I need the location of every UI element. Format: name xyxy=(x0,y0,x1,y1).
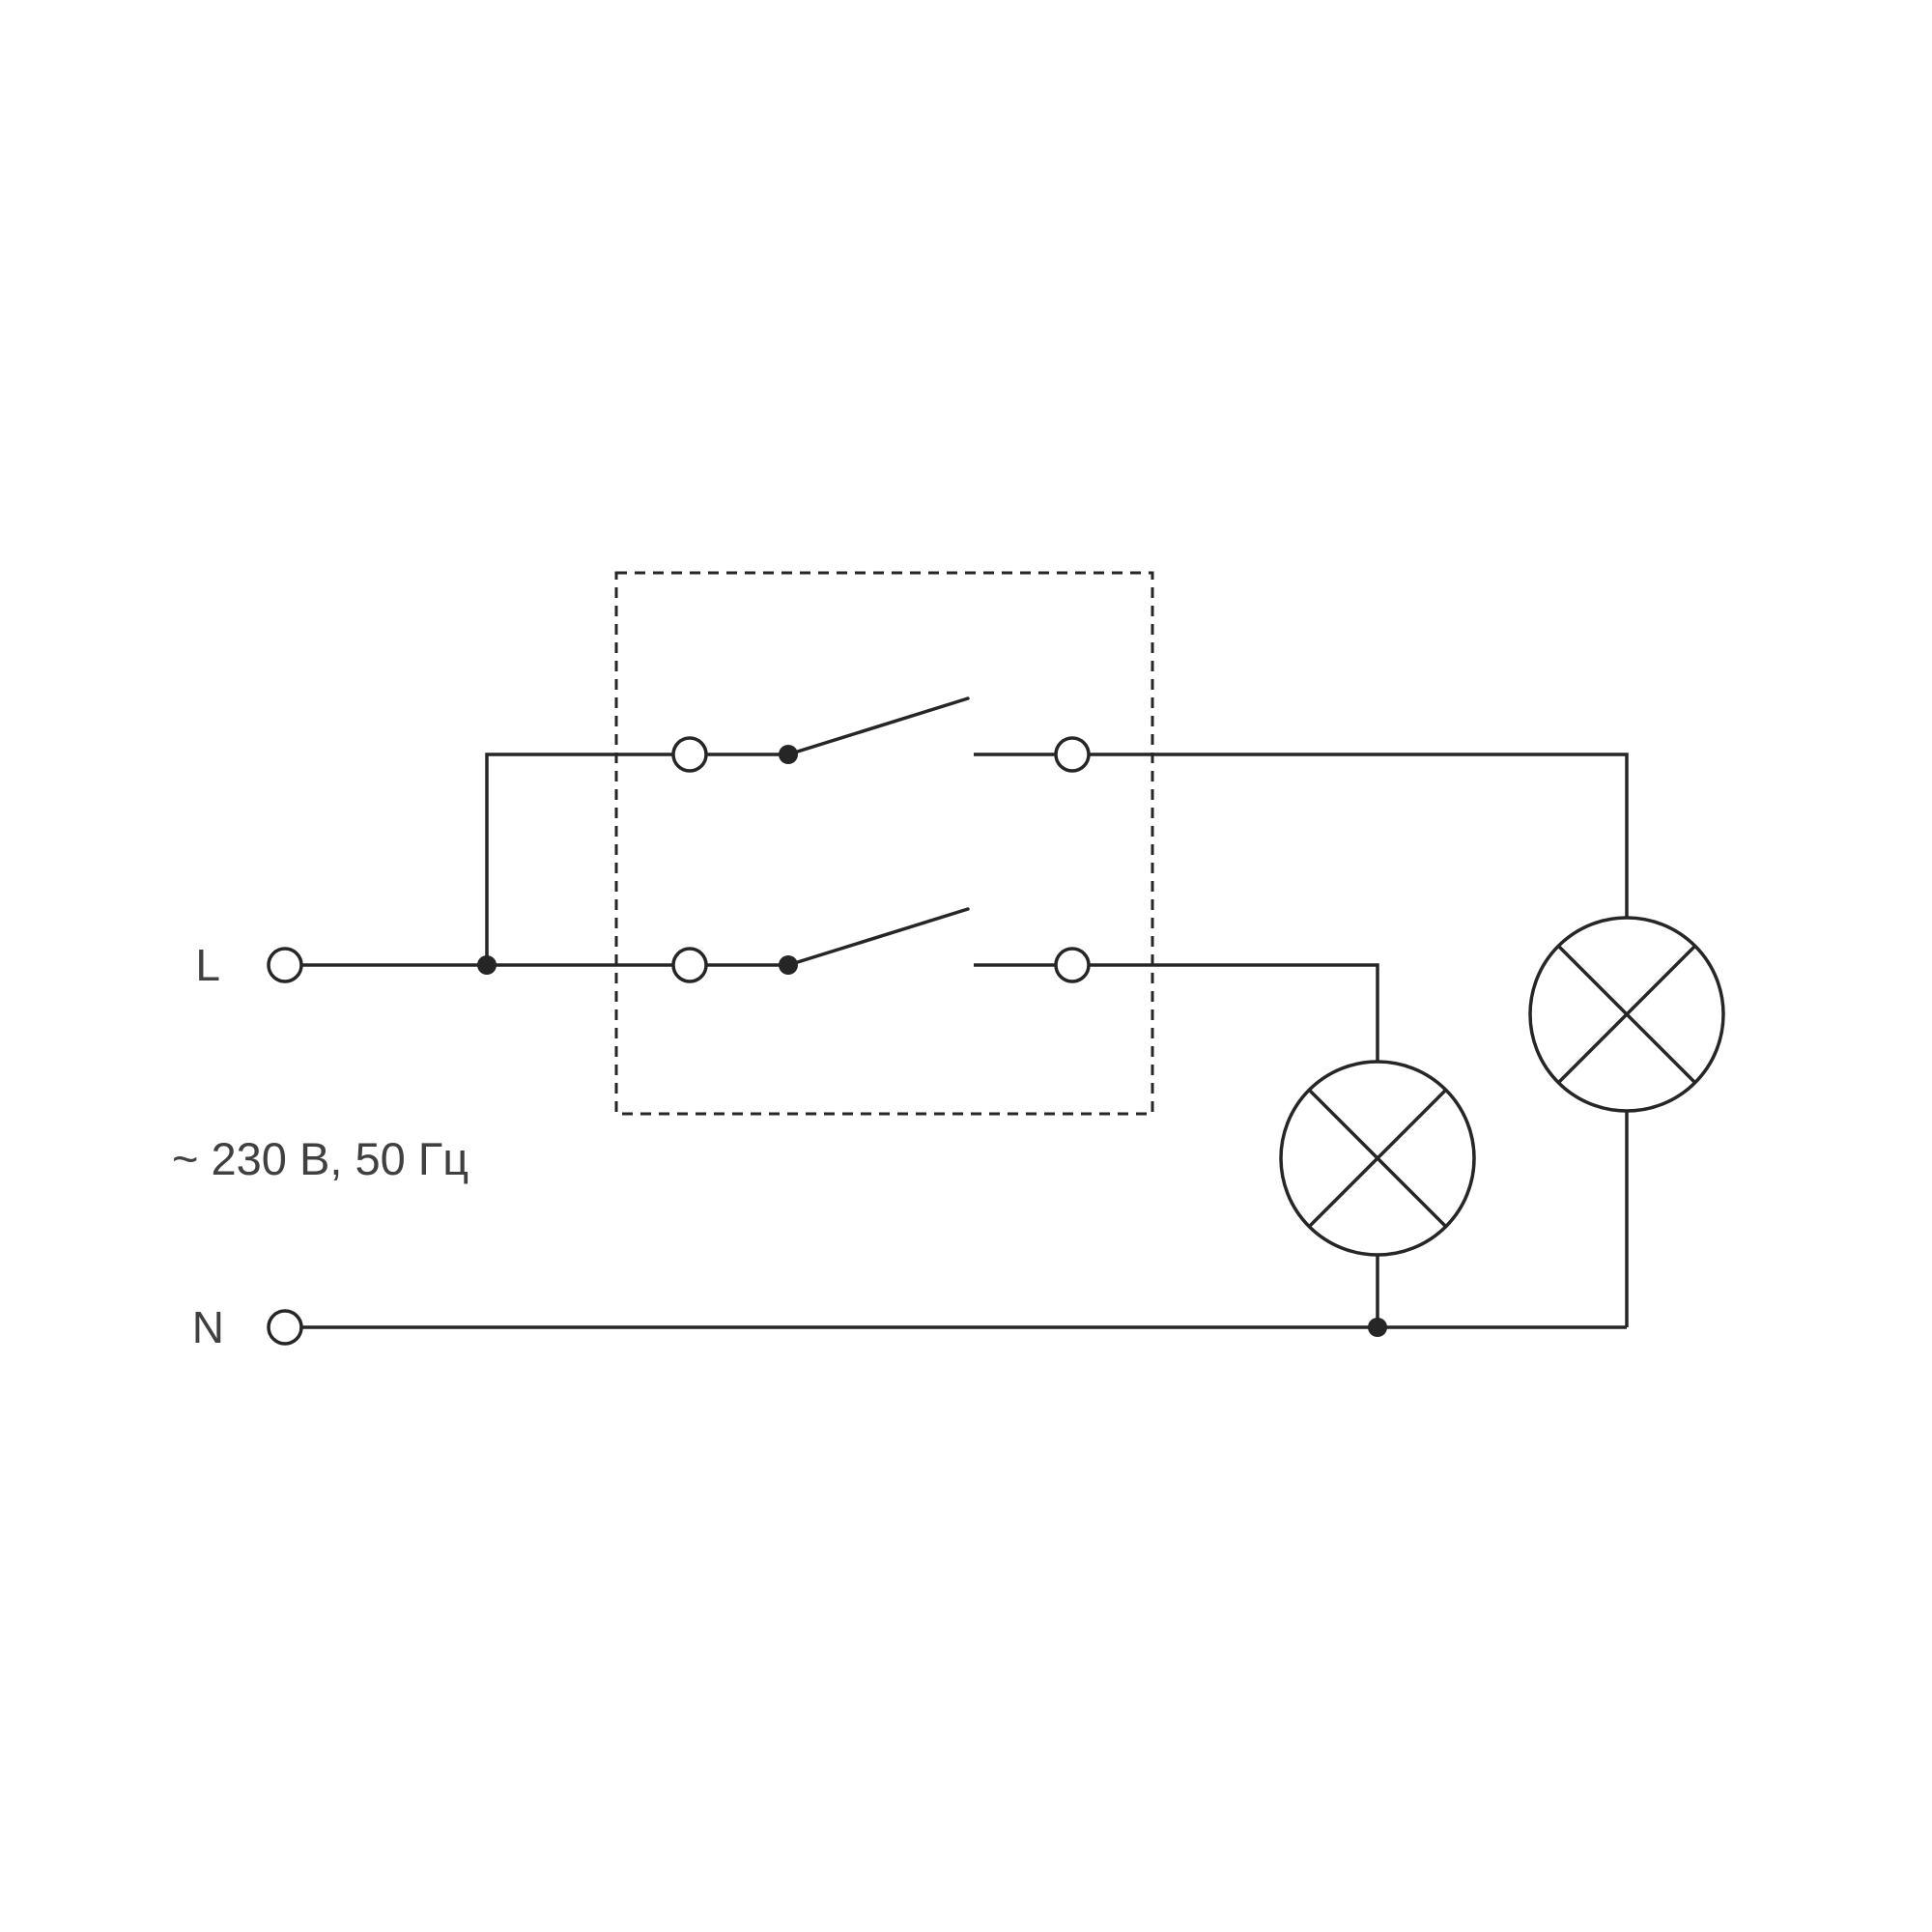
voltage-rating-label: ~ 230 В, 50 Гц xyxy=(172,1133,469,1184)
terminal-L-icon xyxy=(267,947,303,983)
switch-1-output-terminal-icon xyxy=(1054,736,1091,773)
switch-1-input-terminal-icon xyxy=(671,736,708,773)
lamp-2-cross-line-2 xyxy=(1556,944,1697,1085)
line-label: L xyxy=(195,940,220,990)
wire-bottom-switch-to-lamp1 xyxy=(1089,963,1379,1062)
junction-dot-L-branch xyxy=(477,955,497,975)
switch-2-input-terminal-icon xyxy=(671,947,708,983)
switch-1 xyxy=(671,696,1091,773)
switch-2 xyxy=(671,907,1091,983)
switch-2-lever-icon xyxy=(786,907,970,967)
switch-1-lever-icon xyxy=(786,696,970,756)
lamp-2 xyxy=(1528,916,1725,1113)
switch-2-output-terminal-icon xyxy=(1054,947,1091,983)
junction-dot-neutral xyxy=(1368,1318,1387,1337)
wires xyxy=(301,753,1629,1329)
lamp-1-cross-line-2 xyxy=(1307,1088,1448,1229)
lamp-1 xyxy=(1279,1060,1476,1257)
switch-enclosure-dashed-box xyxy=(614,571,1154,1116)
wire-branch-to-top-switch xyxy=(485,753,673,965)
terminal-N-icon xyxy=(267,1309,303,1346)
neutral-label: N xyxy=(192,1302,224,1352)
wire-top-switch-to-lamp2 xyxy=(1089,753,1629,918)
